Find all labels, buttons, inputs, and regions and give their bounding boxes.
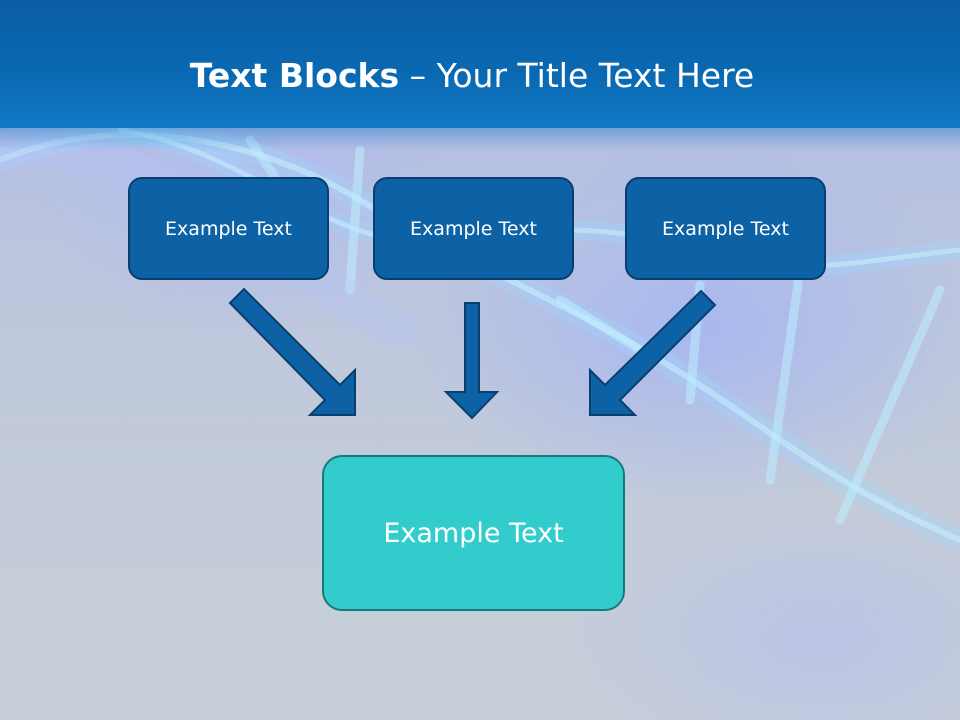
text-block-3-label: Example Text: [662, 217, 789, 240]
title-rest: – Your Title Text Here: [399, 56, 755, 95]
result-block[interactable]: Example Text: [322, 455, 625, 611]
text-block-1[interactable]: Example Text: [128, 177, 329, 280]
arrow-down-left-icon: [589, 289, 717, 416]
text-block-1-label: Example Text: [165, 217, 292, 240]
arrow-down-icon: [443, 302, 500, 420]
slide-title: Text Blocks – Your Title Text Here: [0, 54, 944, 98]
text-block-3[interactable]: Example Text: [625, 177, 826, 280]
text-block-2-label: Example Text: [410, 217, 537, 240]
text-block-2[interactable]: Example Text: [373, 177, 574, 280]
title-bar: [0, 0, 960, 128]
title-bar-fade: [0, 120, 960, 150]
result-block-label: Example Text: [383, 517, 564, 549]
title-bold: Text Blocks: [189, 56, 400, 95]
arrow-down-right-icon: [228, 287, 356, 416]
